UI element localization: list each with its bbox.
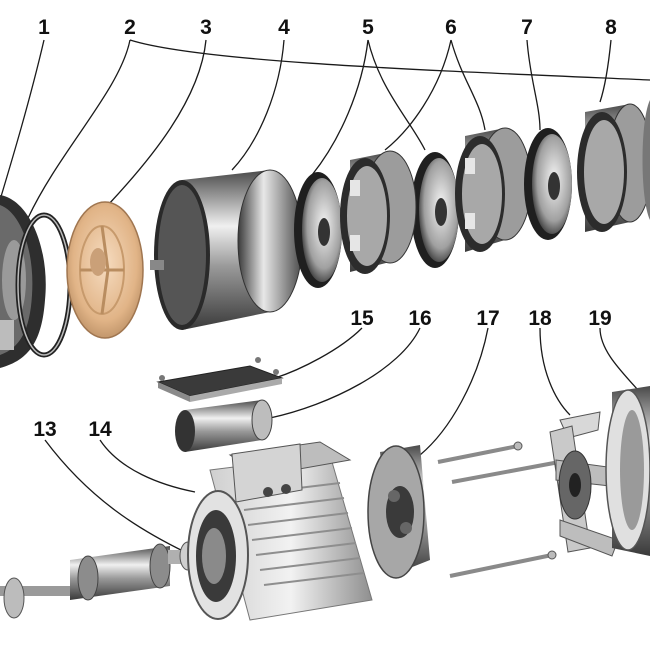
label-1: 1 xyxy=(38,16,50,39)
label-6: 6 xyxy=(445,16,457,39)
leader-7 xyxy=(526,39,541,131)
leader-18 xyxy=(539,327,571,416)
label-17: 17 xyxy=(476,307,500,330)
part-15-terminal-cover xyxy=(156,357,284,402)
leader-8 xyxy=(599,39,612,103)
label-15: 15 xyxy=(350,307,374,330)
part-8-stage xyxy=(577,100,650,232)
leader-lines xyxy=(0,39,650,553)
label-8: 8 xyxy=(605,16,617,39)
leader-17 xyxy=(419,327,489,456)
label-19: 19 xyxy=(588,307,612,330)
leader-3 xyxy=(107,39,207,206)
leader-4 xyxy=(231,39,285,171)
part-17-end-shield xyxy=(367,441,571,579)
part-1-casing xyxy=(0,195,46,368)
label-2: 2 xyxy=(124,16,136,39)
part-14-motor-housing xyxy=(187,441,373,621)
part-6-stage-b xyxy=(455,127,532,252)
leader-5a xyxy=(311,39,369,176)
label-13: 13 xyxy=(33,418,57,441)
label-16: 16 xyxy=(408,307,432,330)
label-3: 3 xyxy=(200,16,212,39)
label-18: 18 xyxy=(528,307,552,330)
leader-5b xyxy=(367,39,426,151)
leader-6a xyxy=(384,39,452,151)
part-19-fan-cover xyxy=(605,386,650,556)
label-7: 7 xyxy=(521,16,533,39)
leader-13 xyxy=(44,439,186,553)
leader-2b xyxy=(129,39,650,81)
label-5: 5 xyxy=(362,16,374,39)
part-3-diffuser xyxy=(66,201,144,339)
part-18-fan xyxy=(549,411,631,557)
leader-19 xyxy=(599,327,639,391)
part-7-impeller xyxy=(524,128,572,240)
leader-16 xyxy=(269,327,421,419)
part-16-capacitor xyxy=(175,399,273,452)
leader-14 xyxy=(99,439,196,493)
leader-2a xyxy=(27,39,131,219)
leader-15 xyxy=(274,327,363,379)
label-4: 4 xyxy=(278,16,290,39)
part-13-rotor-shaft xyxy=(0,541,197,619)
leader-1 xyxy=(0,39,45,201)
part-5-impeller-a xyxy=(294,172,342,288)
leader-6b xyxy=(450,39,486,131)
part-4-shell xyxy=(150,169,303,330)
part-5-impeller-b xyxy=(411,152,459,268)
part-6-stage-a xyxy=(340,150,417,274)
label-14: 14 xyxy=(88,418,112,441)
